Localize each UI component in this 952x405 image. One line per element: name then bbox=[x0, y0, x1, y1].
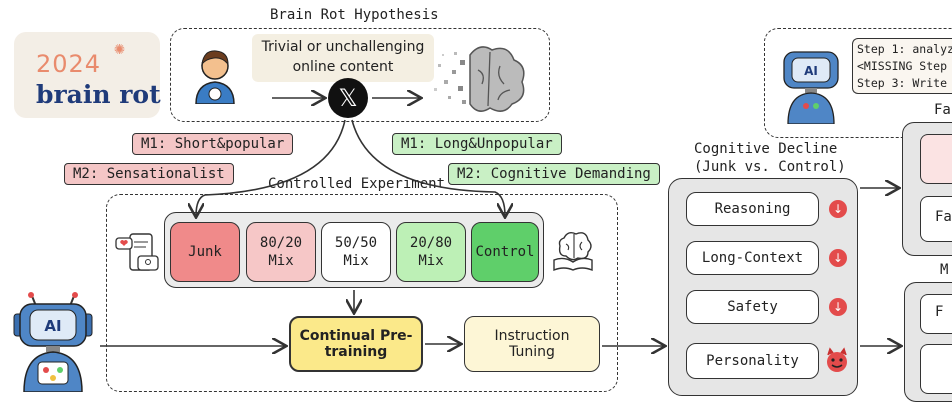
continual-pretraining-label: Continual Pre-training bbox=[299, 328, 413, 360]
mix-20-80-label: Mix bbox=[418, 253, 444, 269]
right-panel-1-bottom: Fa bbox=[920, 196, 952, 242]
right-panel-2-text: F bbox=[935, 304, 944, 320]
brain-rot-logo: 2024 brain rot ✺ bbox=[14, 32, 161, 118]
user-icon bbox=[190, 44, 240, 104]
right-panel-1-text: Fa bbox=[935, 209, 952, 225]
right-panel-1-top bbox=[920, 134, 952, 184]
decline-title-line2: (Junk vs. Control) bbox=[694, 159, 846, 175]
content-label: Trivial or unchallenging online content bbox=[252, 34, 434, 82]
hypothesis-title: Brain Rot Hypothesis bbox=[270, 7, 439, 23]
right-panel-2-top: F bbox=[920, 294, 952, 334]
mix-80-20: 80/20 Mix bbox=[246, 222, 316, 282]
steps-frame bbox=[764, 28, 952, 138]
right-heading-1: Fa bbox=[934, 102, 951, 118]
decline-safety-label: Safety bbox=[727, 299, 778, 315]
mix-junk: Junk bbox=[170, 222, 240, 282]
instruction-tuning-box: Instruction Tuning bbox=[464, 316, 600, 372]
sparkle-icon: ✺ bbox=[114, 38, 125, 59]
arrow-down-icon: ↓ bbox=[829, 200, 847, 218]
devil-face-icon bbox=[824, 347, 850, 373]
steps-box: Step 1: analyz <MISSING Step Step 3: Wri… bbox=[852, 38, 952, 94]
m1-control-tag: M1: Long&Unpopular bbox=[392, 133, 562, 155]
mix-junk-label: Junk bbox=[188, 244, 222, 260]
continual-pretraining-box: Continual Pre-training bbox=[289, 316, 423, 372]
mix-control-label: Control bbox=[475, 244, 535, 260]
mix-20-80-ratio: 20/80 bbox=[409, 235, 453, 251]
decline-reasoning: Reasoning bbox=[686, 192, 819, 226]
mix-50-50-label: Mix bbox=[343, 253, 369, 269]
logo-year: 2024 bbox=[36, 50, 102, 78]
social-feed-icon bbox=[114, 232, 160, 274]
decline-personality: Personality bbox=[686, 343, 819, 379]
mix-control: Control bbox=[471, 222, 539, 282]
x-logo-icon: 𝕏 bbox=[328, 78, 368, 118]
svg-text:AI: AI bbox=[804, 64, 818, 78]
right-panel-2-bottom bbox=[920, 344, 952, 394]
arrow-down-icon: ↓ bbox=[829, 249, 847, 267]
mix-20-80: 20/80 Mix bbox=[396, 222, 466, 282]
decline-safety: Safety bbox=[686, 290, 819, 324]
decline-title-line1: Cognitive Decline bbox=[694, 141, 838, 157]
ai-robot-icon: AI bbox=[10, 290, 96, 392]
mix-80-20-label: Mix bbox=[268, 253, 294, 269]
arrow-down-icon: ↓ bbox=[829, 298, 847, 316]
logo-words: brain rot bbox=[36, 80, 161, 109]
m2-control-tag: M2: Cognitive Demanding bbox=[448, 163, 660, 185]
svg-text:AI: AI bbox=[44, 317, 61, 335]
instruction-tuning-label: Instruction Tuning bbox=[494, 328, 570, 360]
ai-robot-small-icon: AI bbox=[778, 44, 844, 124]
decaying-brain-icon bbox=[430, 40, 530, 118]
step-2-text: <MISSING Step bbox=[857, 59, 948, 73]
content-label-text: Trivial or unchallenging online content bbox=[261, 39, 425, 75]
mix-80-20-ratio: 80/20 bbox=[259, 235, 303, 251]
m2-junk-tag: M2: Sensationalist bbox=[64, 163, 234, 185]
decline-long-context: Long-Context bbox=[686, 241, 819, 275]
mix-50-50-ratio: 50/50 bbox=[334, 235, 378, 251]
experiment-title: Controlled Experiment bbox=[266, 176, 448, 192]
right-heading-2: M bbox=[940, 262, 949, 278]
step-3-text: Step 3: Write bbox=[857, 76, 948, 90]
brain-book-icon bbox=[550, 228, 596, 272]
step-1-text: Step 1: analyz bbox=[857, 42, 952, 56]
decline-long-context-label: Long-Context bbox=[701, 250, 804, 266]
decline-personality-label: Personality bbox=[706, 353, 799, 369]
m1-junk-tag: M1: Short&popular bbox=[132, 133, 294, 155]
decline-reasoning-label: Reasoning bbox=[714, 201, 791, 217]
mix-50-50: 50/50 Mix bbox=[321, 222, 391, 282]
